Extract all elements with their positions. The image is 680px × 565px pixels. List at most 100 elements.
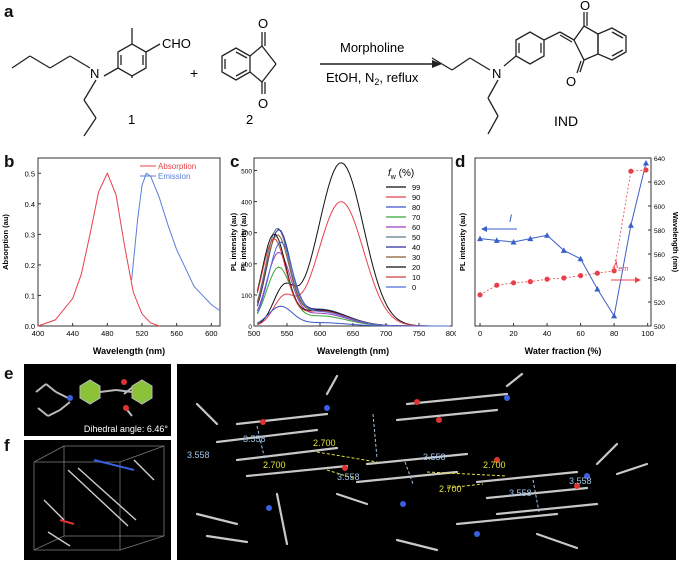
y-tick-label-c: 400 [241, 200, 252, 207]
legend-title-c: fw (%) [388, 168, 414, 181]
ylabel-d: PL intensity (au) [458, 212, 467, 271]
series-line-fw-0 [256, 241, 451, 327]
hbond-distance-3: 2.700 [483, 460, 506, 470]
x-tick-label-d: 60 [576, 329, 584, 338]
series-line-fw-60 [256, 251, 451, 327]
panel-label-e: e [4, 364, 14, 383]
point-intensity [560, 247, 567, 253]
x-tick-label-b: 520 [136, 329, 149, 338]
legend-label-fw-0: 0 [412, 283, 416, 292]
point-wavelength [510, 280, 517, 286]
product-structure [431, 12, 627, 135]
legend-label-fw-40: 40 [412, 243, 420, 252]
series-line-fw-80 [257, 305, 451, 327]
y-tick-label-c: 300 [241, 231, 252, 238]
y-tick-label-b: 0.0 [25, 322, 35, 331]
x-tick-label-d: 100 [641, 329, 654, 338]
x-tick-label-d: 80 [610, 329, 618, 338]
compound-2-structure [221, 32, 277, 94]
point-wavelength [544, 276, 550, 282]
x-tick-label-b: 400 [32, 329, 45, 338]
xlabel-d: Water fraction (%) [525, 346, 602, 356]
unit-cell-panel [24, 440, 171, 560]
y-tick-label-b: 0.3 [25, 230, 35, 239]
point-intensity [510, 239, 517, 245]
o-label-2a: O [258, 16, 268, 31]
ylabel-d-right: Wavelength (nm) [671, 212, 680, 273]
legend-label-fw-10: 10 [412, 273, 420, 282]
crystal-packing-panel: 3.558 3.558 3.558 3.558 3.558 3.558 2.70… [177, 364, 676, 560]
x-tick-label-b: 600 [205, 329, 218, 338]
legend-emission: Emission [158, 172, 190, 181]
point-wavelength [578, 273, 584, 279]
y-tick-label-c: 0 [248, 324, 252, 331]
panel-label-d: d [455, 152, 466, 171]
x-tick-label-b: 440 [66, 329, 79, 338]
plot-frame-d [474, 157, 652, 327]
series-line-fw-70 [256, 266, 451, 327]
x-tick-label-c: 600 [314, 329, 327, 338]
annot-intensity: I [509, 213, 512, 225]
ylabel-c: PL intensity (au) [229, 212, 238, 271]
legend-label-fw-90: 90 [412, 193, 420, 202]
hbond-distance-1: 2.700 [313, 438, 336, 448]
x-tick-label-c: 500 [248, 329, 261, 338]
point-wavelength [611, 268, 617, 274]
stack-distance-5: 3.558 [509, 488, 532, 498]
legend-label-fw-20: 20 [412, 263, 420, 272]
x-tick-label-b: 560 [170, 329, 183, 338]
plot-frame-b [37, 157, 221, 327]
n-label-product: N [492, 66, 501, 81]
compound-1-number: 1 [128, 112, 135, 127]
hbond-distance-2: 2.700 [263, 460, 286, 470]
x-tick-label-c: 750 [413, 329, 426, 338]
x-tick-label-c: 650 [347, 329, 360, 338]
point-wavelength [477, 292, 483, 298]
y-tick-label-d-right: 520 [654, 300, 665, 307]
stack-distance-3: 3.558 [337, 472, 360, 482]
series-line-emission [131, 172, 221, 312]
point-intensity [611, 312, 618, 319]
point-intensity [594, 286, 601, 292]
n-label-1: N [90, 66, 99, 81]
stack-distance-2: 3.558 [187, 450, 210, 460]
indandione-ring-highlight [131, 379, 153, 405]
point-intensity [493, 237, 500, 243]
stack-distance-4: 3.558 [423, 452, 446, 462]
point-intensity [642, 160, 649, 166]
series-line-fw-40 [256, 228, 451, 327]
x-tick-label-d: 0 [478, 329, 482, 338]
series-line-fw-10 [256, 238, 451, 327]
x-tick-label-c: 550 [281, 329, 294, 338]
compound-1-structure [11, 28, 161, 137]
legend-label-fw-99: 99 [412, 183, 420, 192]
cho-label: CHO [162, 36, 191, 51]
plus-sign: + [190, 65, 198, 81]
stack-distance-1: 3.558 [243, 434, 266, 444]
chart-pl-intensity: 5005506006507007508000100200300400500 99… [229, 157, 456, 356]
legend-absorption: Absorption [158, 162, 196, 171]
x-tick-label-b: 480 [101, 329, 114, 338]
x-tick-label-d: 20 [509, 329, 517, 338]
point-wavelength [494, 282, 500, 288]
x-tick-label-d: 40 [543, 329, 551, 338]
panel-label-b: b [4, 152, 15, 171]
y-tick-label-d-right: 500 [654, 324, 665, 331]
y-tick-label-d-right: 560 [654, 252, 665, 259]
y-tick-label-d-right: 640 [654, 156, 665, 163]
point-wavelength [561, 275, 567, 281]
y-tick-label-d-right: 540 [654, 276, 665, 283]
reagent-conditions: EtOH, N2, reflux [326, 70, 419, 87]
point-wavelength [527, 279, 533, 285]
dihedral-angle: Dihedral angle: 6.46° [84, 424, 169, 434]
y-tick-label-b: 0.1 [25, 291, 35, 300]
compound-2-number: 2 [246, 112, 253, 127]
point-wavelength [594, 270, 600, 276]
y-tick-label-d-right: 600 [654, 204, 665, 211]
o-label-2b: O [258, 96, 268, 111]
panel-label-f: f [4, 436, 10, 455]
panel-label-c: c [230, 152, 240, 171]
point-wavelength [643, 167, 649, 173]
y-tick-label-b: 0.4 [25, 200, 35, 209]
